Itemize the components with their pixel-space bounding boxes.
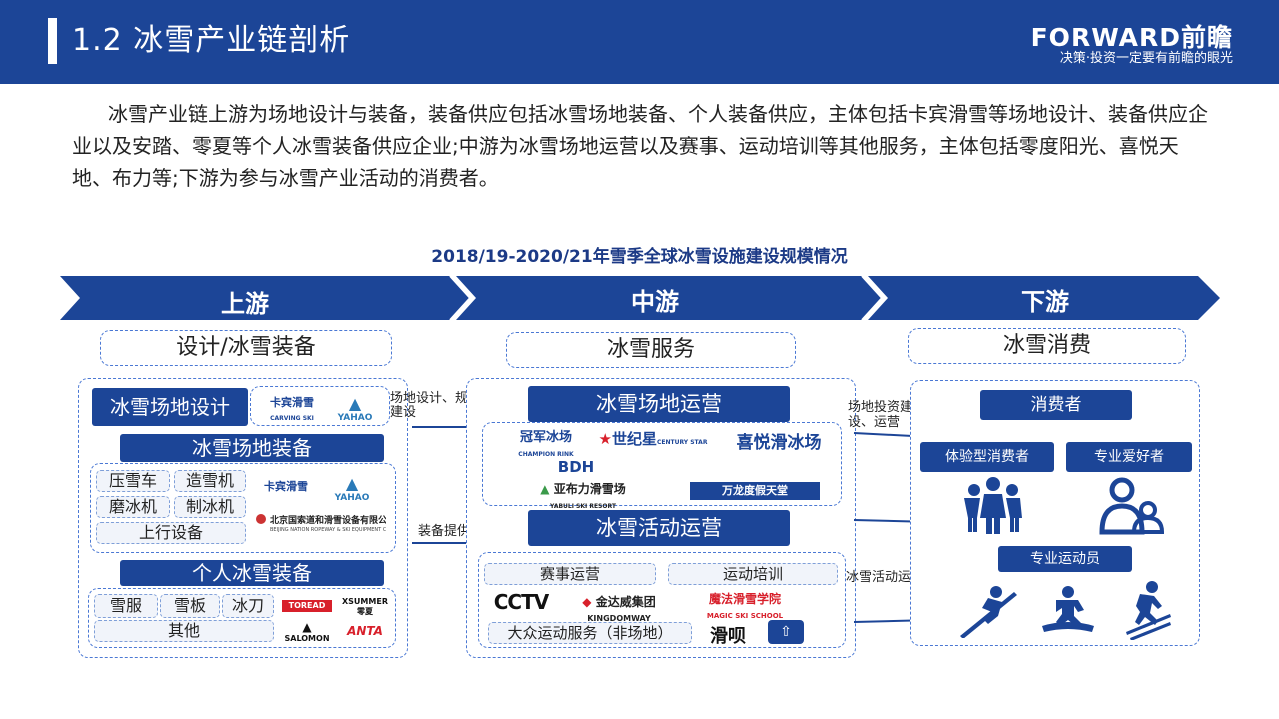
training-box: 运动培训 — [668, 563, 838, 585]
logo-beijing: 北京国索道和滑雪设备有限公司 — [270, 516, 386, 526]
category-midstream: 冰雪服务 — [506, 332, 796, 368]
design-logo-box — [250, 386, 390, 426]
logo-xiyue: 喜悦滑冰场 — [736, 433, 822, 453]
title-marker — [48, 18, 57, 64]
item-ice-resurfacer: 磨冰机 — [96, 496, 170, 518]
downstream-arrow-shape — [868, 276, 1220, 320]
mass-service-box: 大众运动服务（非场地） — [488, 622, 692, 644]
diagram-title: 2018/19-2020/21年雪季全球冰雪设施建设规模情况 — [431, 247, 848, 267]
logo-huabei: 滑呗 — [710, 626, 746, 647]
logo-carving-2: 卡宾滑雪 — [264, 480, 308, 493]
logo-salomon: ▲SALOMON — [284, 620, 330, 643]
logo-cctv: CCTV — [493, 590, 549, 614]
stage-arrows — [60, 275, 1220, 321]
item-ski-suit: 雪服 — [94, 594, 158, 618]
consumer-box: 消费者 — [980, 390, 1132, 420]
event-ops-box: 赛事运营 — [484, 563, 656, 585]
brand-logo: FORWARD前瞻 — [1030, 23, 1233, 52]
stage-upstream: 上游 — [221, 290, 269, 318]
activity-ops-box: 冰雪活动运营 — [528, 510, 790, 546]
logo-bdh: BDH — [557, 458, 595, 476]
brand-slogan: 决策·投资一定要有前瞻的眼光 — [1059, 51, 1233, 66]
stage-midstream: 中游 — [631, 288, 679, 316]
item-others: 其他 — [94, 620, 274, 642]
ski-jumper-icon — [960, 586, 1017, 638]
logo-century-star: ★世纪星CENTURY STAR — [598, 430, 708, 448]
item-snow-groomer: 压雪车 — [96, 470, 170, 492]
item-skates: 冰刀 — [222, 594, 274, 618]
logo-beijing-sub: BEIJING NATION ROPEWAY & SKI EQUIPMENT C… — [270, 527, 386, 533]
experience-consumer-box: 体验型消费者 — [920, 442, 1054, 472]
logo-yahao-2: ▲YAHAO — [334, 474, 370, 503]
logo-toread: TOREAD — [282, 600, 332, 612]
intro-paragraph: 冰雪产业链上游为场地设计与装备，装备供应包括冰雪场地装备、个人装备供应，主体包括… — [72, 102, 1208, 190]
stage-downstream: 下游 — [1021, 288, 1069, 316]
snowboarder-icon — [1042, 586, 1094, 632]
venue-ops-box: 冰雪场地运营 — [528, 386, 790, 422]
logo-wanlong: 万龙度假天堂 — [690, 482, 820, 500]
category-upstream: 设计/冰雪装备 — [100, 330, 392, 366]
flow-equip-label: 装备提供 — [418, 524, 471, 539]
athlete-box: 专业运动员 — [998, 546, 1132, 572]
beijing-emblem-icon — [256, 514, 266, 524]
enthusiast-people-icon — [1099, 477, 1165, 535]
item-ice-maker: 制冰机 — [174, 496, 246, 518]
category-downstream: 冰雪消费 — [908, 328, 1186, 364]
logo-anta: ANTA — [347, 624, 383, 638]
header-bar — [0, 0, 1279, 84]
logo-yahao: ▲YAHAO — [337, 394, 373, 423]
page-title: 1.2 冰雪产业链剖析 — [72, 23, 351, 58]
enthusiast-box: 专业爱好者 — [1066, 442, 1192, 472]
venue-design-box: 冰雪场地设计 — [92, 388, 248, 426]
item-snowboard: 雪板 — [160, 594, 220, 618]
flow-venue-label: 场地投资建设、运营 — [848, 400, 914, 430]
item-snow-maker: 造雪机 — [174, 470, 246, 492]
group-people-icon — [964, 477, 1022, 534]
app-icon: ⇧ — [768, 620, 804, 644]
item-lift-equipment: 上行设备 — [96, 522, 246, 544]
skier-icon — [1126, 581, 1171, 640]
midstream-arrow-shape — [456, 276, 882, 320]
personal-equipment-box: 个人冰雪装备 — [120, 560, 384, 586]
upstream-arrow-shape — [60, 276, 470, 320]
venue-equipment-box: 冰雪场地装备 — [120, 434, 384, 462]
